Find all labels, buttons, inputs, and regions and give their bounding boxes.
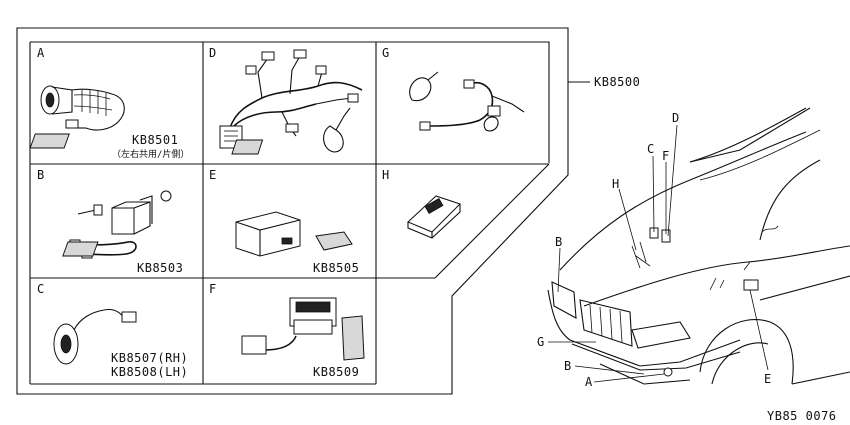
part-note-a: （左右共用/片側）	[112, 148, 189, 160]
part-code-f: KB8509	[313, 365, 359, 379]
panel-grid	[29, 41, 550, 385]
part-code-a: KB8501	[132, 133, 178, 147]
car-callout-a: A	[585, 375, 593, 389]
panel-letter-g: G	[382, 46, 389, 60]
car-callout-c: C	[647, 142, 654, 156]
panel-letter-d: D	[209, 46, 216, 60]
part-illustration-c	[53, 308, 137, 365]
kit-code: KB8500	[594, 75, 640, 89]
part-illustration-h	[407, 195, 461, 239]
panel-letter-b: B	[37, 168, 44, 182]
panel-letter-f: F	[209, 282, 216, 296]
panel-letter-h: H	[382, 168, 389, 182]
part-illustration-f	[241, 297, 365, 361]
part-illustration-a	[29, 85, 125, 149]
part-code-c-lh: KB8508(LH)	[111, 365, 188, 379]
drawing-ref: YB85 0076	[767, 409, 837, 423]
part-illustration-d	[219, 49, 363, 155]
car-callout-leaders	[548, 124, 769, 383]
part-code-c-rh: KB8507(RH)	[111, 351, 188, 365]
part-illustration-e	[235, 211, 353, 257]
car-callout-h: H	[612, 177, 619, 191]
part-illustration-b	[62, 190, 172, 259]
car-callout-e: E	[764, 372, 771, 386]
part-code-e: KB8505	[313, 261, 359, 275]
car-callout-b-upper: B	[555, 235, 562, 249]
car-callout-d: D	[672, 111, 679, 125]
part-code-b: KB8503	[137, 261, 183, 275]
car-callout-g: G	[537, 335, 544, 349]
kit-outline	[16, 27, 569, 395]
car-callout-f: F	[662, 149, 669, 163]
part-illustration-g	[409, 71, 525, 132]
panel-letter-e: E	[209, 168, 216, 182]
panel-letter-c: C	[37, 282, 44, 296]
car-callout-b-lower: B	[564, 359, 571, 373]
panel-letter-a: A	[37, 46, 45, 60]
car-illustration	[547, 107, 850, 385]
